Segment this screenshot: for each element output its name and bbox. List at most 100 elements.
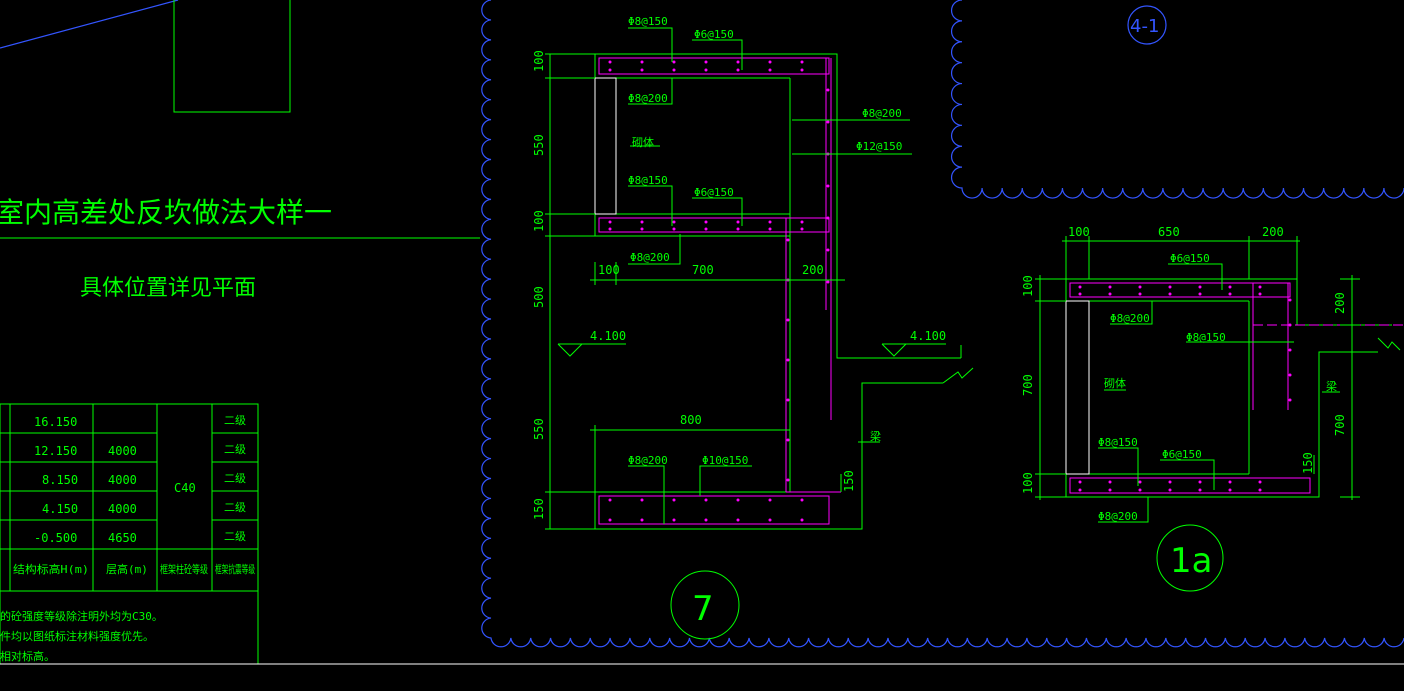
masonry-hatch-1a: [1065, 300, 1090, 475]
detail-1a: 100 650 200 100 700 100 200 700 150 Φ6@1…: [1021, 225, 1404, 592]
rebar-dot: [608, 227, 612, 231]
d7-rebar-mid-bottom: Φ8@200: [630, 251, 670, 264]
rebar-dot: [1228, 488, 1232, 492]
rebar-dot: [1228, 285, 1232, 289]
level-elev-4: 4.150: [42, 502, 78, 516]
d7-rebar-inner-top: Φ8@200: [628, 92, 668, 105]
table-note-1: 的砼强度等级除注明外均为C30。: [0, 609, 163, 623]
rebar-dot: [1108, 488, 1112, 492]
section-subtitle: 具体位置详见平面: [80, 276, 256, 301]
rebar-dot: [786, 398, 790, 402]
d7-rebar-mid-right: Φ6@150: [694, 186, 734, 199]
rebar-dot: [1228, 292, 1232, 296]
rebar-dot: [1168, 292, 1172, 296]
rebar-dot: [736, 227, 740, 231]
d1a-rebar-inner-top: Φ8@200: [1110, 312, 1150, 325]
level-elev-5: -0.500: [34, 531, 77, 545]
rebar-dot: [1258, 292, 1262, 296]
blue-diagonal-line: [0, 0, 179, 49]
rebar-dot: [672, 518, 676, 522]
rebar-dot: [786, 318, 790, 322]
rebar-dot: [768, 518, 772, 522]
d7-level-right: 4.100: [910, 329, 946, 343]
d7-dim-v-550b: 550: [532, 418, 546, 440]
seismic-grade-1: 二级: [224, 414, 246, 427]
d1a-rebar-bottom: Φ8@200: [1098, 510, 1138, 523]
level-height-3: 4000: [108, 473, 137, 487]
d41-marker-text: 4-1: [1130, 16, 1159, 37]
level-elev-2: 12.150: [34, 444, 77, 458]
header-column-grade: 框架柱砼等级: [160, 562, 208, 576]
concrete-grade: C40: [174, 481, 196, 495]
header-elevation: 结构标高H(m): [13, 562, 89, 576]
d7-rebar-bottom-left: Φ8@200: [628, 454, 668, 467]
d7-dim-h-200: 200: [802, 263, 824, 277]
rebar-dot: [1288, 323, 1292, 327]
d1a-beam-label: 梁: [1326, 379, 1337, 393]
d7-dim-h-700: 700: [692, 263, 714, 277]
d1a-dim-left-100b: 100: [1021, 472, 1035, 494]
seismic-grade-3: 二级: [224, 472, 246, 485]
left-region: 室内高差处反坎做法大样一 具体位置详见平面: [0, 0, 480, 301]
d1a-rebar-bottom-right: Φ6@150: [1162, 448, 1202, 461]
rebar-dot: [1138, 480, 1142, 484]
d7-rebar-mid-left: Φ8@150: [628, 174, 668, 187]
d1a-marker-circle: [1156, 524, 1224, 592]
rebar-dot: [672, 498, 676, 502]
rebar-dot: [608, 220, 612, 224]
rebar-dot: [1198, 488, 1202, 492]
rebar-dot: [786, 438, 790, 442]
rebar-dot: [826, 88, 830, 92]
rebar-dot: [640, 498, 644, 502]
rebar-dot: [1108, 480, 1112, 484]
rebar-dot: [1288, 298, 1292, 302]
rebar-dot: [800, 227, 804, 231]
d1a-dim-left-700: 700: [1021, 374, 1035, 396]
rebar-dot: [672, 60, 676, 64]
rebar-dot: [1288, 373, 1292, 377]
d1a-dim-150: 150: [1301, 452, 1315, 474]
rebar-dot: [826, 120, 830, 124]
d7-dim-v-500: 500: [532, 286, 546, 308]
rebar-dot: [768, 498, 772, 502]
d7-rebar-top-right: Φ6@150: [694, 28, 734, 41]
d1a-rebar-bottom-left: Φ8@150: [1098, 436, 1138, 449]
d7-dim-v-100b: 100: [532, 210, 546, 232]
rebar-dot: [608, 68, 612, 72]
rebar-dot: [1168, 480, 1172, 484]
rebar-dot: [1258, 488, 1262, 492]
rebar-dot: [1108, 292, 1112, 296]
d1a-rebar-top: Φ6@150: [1170, 252, 1210, 265]
rebar-dot: [608, 60, 612, 64]
rebar-dot: [1288, 348, 1292, 352]
rebar-dot: [1258, 285, 1262, 289]
rebar-dot: [1228, 480, 1232, 484]
rebar-dot: [672, 227, 676, 231]
detail-4-1: 4-1: [1127, 5, 1167, 45]
rebar-dot: [768, 60, 772, 64]
rebar-dot: [768, 68, 772, 72]
d7-level-left: 4.100: [590, 329, 626, 343]
rebar-dot: [704, 227, 708, 231]
d7-rebar-top-left: Φ8@150: [628, 15, 668, 28]
d7-marker-circle: [670, 570, 740, 640]
rebar-dot: [640, 220, 644, 224]
rebar-dot: [800, 60, 804, 64]
level-height-2: 4000: [108, 444, 137, 458]
d7-dim-v-550a: 550: [532, 134, 546, 156]
d1a-dim-top-650: 650: [1158, 225, 1180, 239]
rebar-dot: [1138, 488, 1142, 492]
rebar-dot: [608, 498, 612, 502]
rebar-dot: [786, 478, 790, 482]
header-seismic: 框架抗震等级: [215, 562, 255, 576]
d7-rebar-right-a: Φ8@200: [862, 107, 902, 120]
rebar-dot: [1078, 488, 1082, 492]
rebar-dot: [672, 220, 676, 224]
rebar-dot: [704, 220, 708, 224]
d1a-marker-text: 1a: [1170, 541, 1212, 581]
rebar-dot: [826, 248, 830, 252]
d7-rebar-right-b: Φ12@150: [856, 140, 902, 153]
seismic-grade-4: 二级: [224, 501, 246, 514]
rebar-dot: [640, 227, 644, 231]
